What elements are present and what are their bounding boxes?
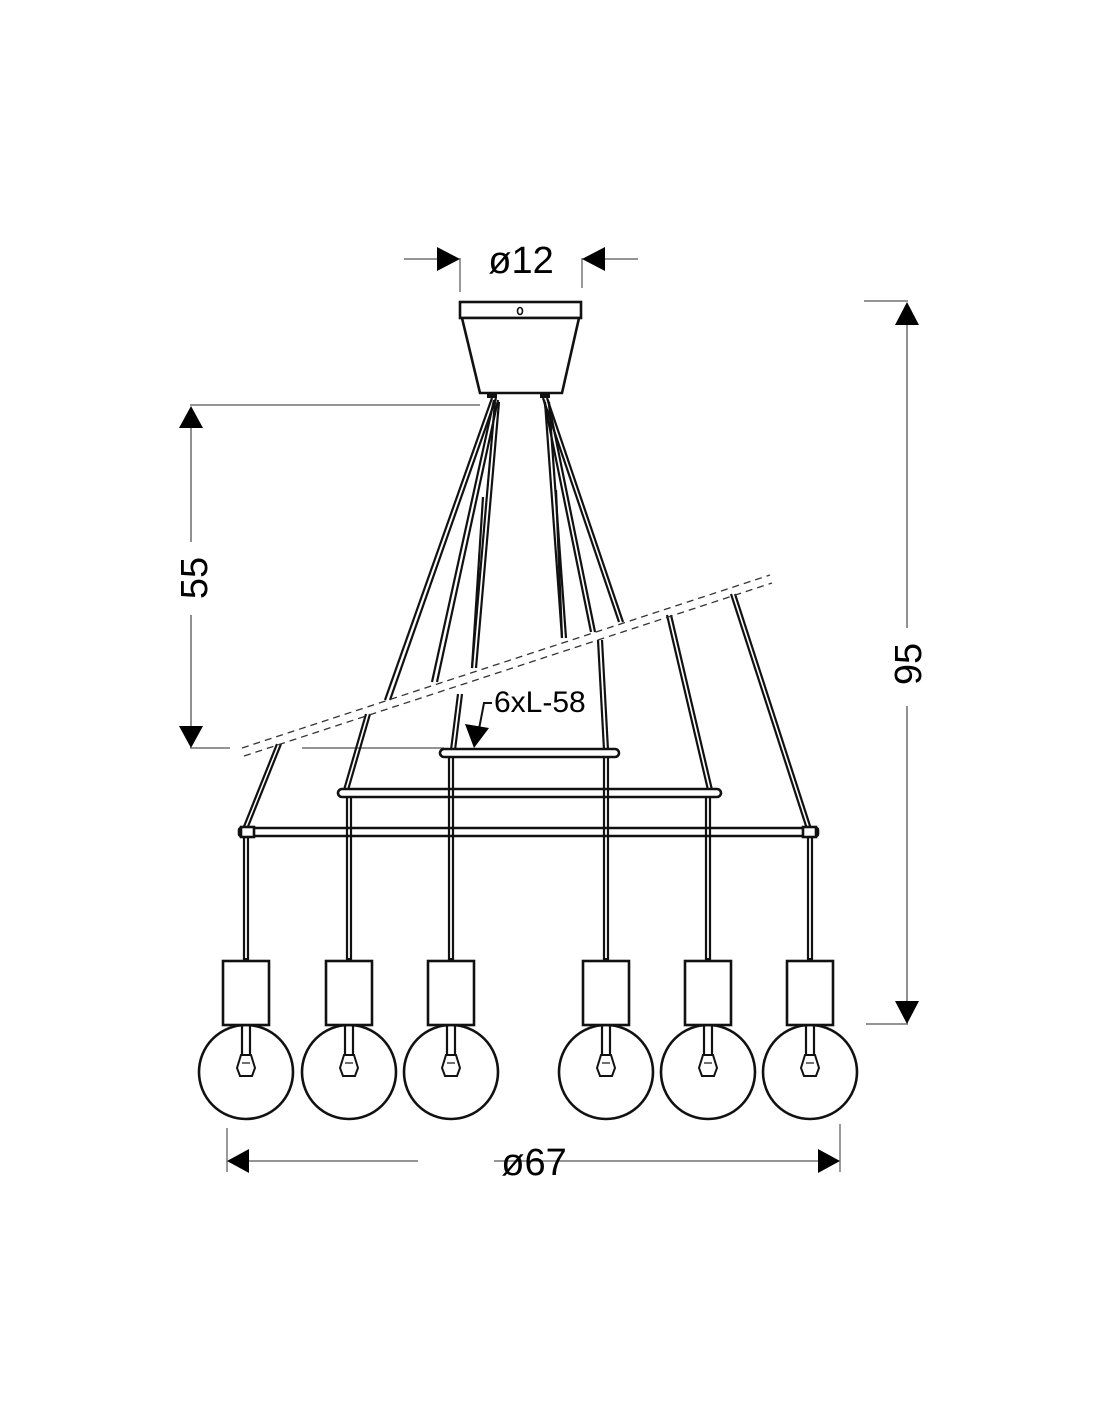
filament	[595, 1054, 617, 1077]
filament	[235, 1054, 257, 1077]
filament	[697, 1054, 719, 1077]
lamp-socket	[683, 959, 733, 1027]
bottom-bar	[237, 826, 820, 838]
suspension-height-dimension: 55	[174, 404, 480, 749]
middle-bar	[336, 787, 723, 799]
filament	[440, 1054, 462, 1077]
suspension-cables	[241, 397, 813, 830]
overall-height-dimension: 95	[864, 300, 930, 1025]
arrow-up-icon	[895, 302, 919, 325]
overall-diameter-label: ø67	[501, 1142, 566, 1184]
drop-cables	[242, 757, 814, 962]
cable-length-label: 6xL-58	[494, 686, 586, 719]
filament	[338, 1054, 360, 1077]
arrow-right-icon	[818, 1149, 840, 1173]
arrow-down-icon	[179, 726, 203, 748]
ceiling-canopy	[458, 300, 583, 398]
arrow-down-icon	[895, 1001, 919, 1024]
overall-diameter-dimension: ø67	[226, 1124, 841, 1184]
lamp-socket	[324, 959, 374, 1027]
bulb-6	[761, 958, 859, 1121]
lamp-socket	[221, 959, 271, 1027]
bulb-1	[197, 958, 295, 1121]
lamp-socket	[785, 959, 835, 1027]
lamp-socket	[426, 959, 476, 1027]
bulb-2	[300, 958, 398, 1121]
lamp-socket	[581, 959, 631, 1027]
bulb-5	[659, 958, 757, 1121]
canopy-width-dimension: ø12	[404, 240, 638, 292]
cable-length-callout: 6xL-58	[465, 686, 586, 748]
arrow-left-icon	[582, 247, 605, 271]
bulb-4	[557, 958, 655, 1121]
screw-icon	[516, 306, 524, 316]
arrow-down-icon	[465, 724, 489, 748]
bulbs	[197, 958, 859, 1121]
bulb-3	[402, 958, 500, 1121]
overall-height-label: 95	[888, 643, 930, 685]
arrow-left-icon	[227, 1149, 249, 1173]
arrow-right-icon	[437, 247, 460, 271]
support-bars	[237, 747, 820, 839]
filament	[799, 1054, 821, 1077]
arrow-up-icon	[179, 406, 203, 428]
suspension-height-label: 55	[174, 557, 216, 599]
top-bar	[438, 747, 621, 759]
canopy-diameter-label: ø12	[488, 240, 553, 282]
break-lines	[241, 574, 773, 757]
